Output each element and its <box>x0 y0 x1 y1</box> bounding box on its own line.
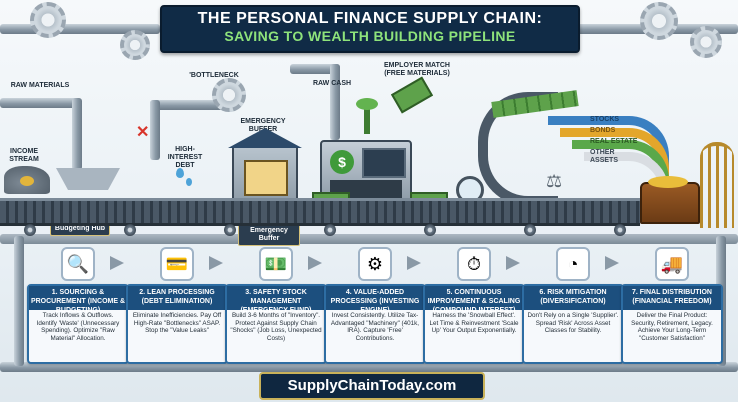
step-card-lean-processing: 2. Lean Processing (Debt Elimination) El… <box>126 284 228 364</box>
gear-icon <box>120 30 150 60</box>
pie-chart-icon: ◔ <box>556 247 590 281</box>
website-footer-link[interactable]: SupplyChainToday.com <box>259 372 485 400</box>
page-title: The Personal Finance Supply Chain: <box>197 10 543 27</box>
conveyor-roller <box>224 224 236 236</box>
water-drop-icon <box>186 178 192 186</box>
cash-shield-icon: 💵 <box>259 247 293 281</box>
treasure-chest-icon <box>640 176 700 224</box>
employer-match-label: Employer Match (Free Materials) <box>384 62 450 77</box>
flow-arrow-icon <box>506 256 520 270</box>
high-interest-debt-label: High-Interest Debt <box>167 146 203 169</box>
step-title: 6. Risk Mitigation (Diversification) <box>524 286 622 310</box>
page-subtitle: Saving to Wealth Building Pipeline <box>224 28 516 44</box>
step-card-value-added: 4. Value-Added Processing (Investing Eng… <box>324 284 426 364</box>
left-vertical-pipe <box>14 236 24 366</box>
step-body: Harness the 'Snowball Effect'. Let Time … <box>429 312 519 335</box>
step-card-continuous-improvement: 5. Continuous Improvement & Scaling (Com… <box>423 284 525 364</box>
raw-cash-label: Raw Cash <box>312 80 352 87</box>
bottleneck-label: 'Bottleneck <box>189 72 239 79</box>
title-banner: The Personal Finance Supply Chain: Savin… <box>160 5 580 53</box>
delivery-truck-icon: 🚚 <box>655 247 689 281</box>
conveyor-roller <box>124 224 136 236</box>
debt-pipe <box>150 100 160 160</box>
flow-arrow-icon <box>209 256 223 270</box>
step-card-risk-mitigation: 6. Risk Mitigation (Diversification) Don… <box>522 284 624 364</box>
gear-icon <box>30 2 66 38</box>
balance-scale-icon: ⚖ <box>546 171 563 191</box>
raw-materials-downpipe <box>72 98 82 170</box>
clock-growth-icon: ⏱ <box>457 247 491 281</box>
conveyor-roller <box>24 224 36 236</box>
conveyor-roller <box>614 224 626 236</box>
emergency-buffer-plate: Emergency Buffer <box>238 224 300 246</box>
warehouse-roof <box>228 128 302 148</box>
raw-materials-label: Raw Materials <box>10 82 70 89</box>
gold-nugget <box>20 176 34 186</box>
plant-leaves <box>356 98 378 110</box>
conveyor-roller <box>524 224 536 236</box>
raw-cash-downpipe <box>330 64 340 140</box>
water-drop-icon <box>176 168 184 178</box>
warehouse <box>228 128 302 208</box>
step-body: Build 3-6 Months of "Inventory". Protect… <box>230 312 322 342</box>
golden-gate <box>700 142 734 228</box>
cash-stack-icon <box>390 76 434 114</box>
money-gear-icon: ⚙ <box>358 247 392 281</box>
step-body: Don't Rely on a Single 'Supplier'. Sprea… <box>527 312 619 335</box>
asset-label-other-assets: Other Assets <box>590 149 619 164</box>
credit-card-icon: 💳 <box>160 247 194 281</box>
top-left-pipe <box>0 24 160 34</box>
asset-label-stocks: Stocks <box>590 116 620 123</box>
asset-label-bonds: Bonds <box>590 127 616 134</box>
bottom-pipe <box>0 362 738 372</box>
step-title: 3. Safety Stock Management (Emergency Fu… <box>227 286 325 314</box>
step-title: 5. Continuous Improvement & Scaling (Com… <box>425 286 523 314</box>
raw-cash-pipe <box>290 64 340 74</box>
gold-coins <box>648 176 688 188</box>
flow-arrow-icon <box>605 256 619 270</box>
magnifier-icon: 🔍 <box>61 247 95 281</box>
step-body: Eliminate Inefficiencies. Pay Off High-R… <box>132 312 222 335</box>
conveyor-roller <box>324 224 336 236</box>
conveyor-belt <box>0 198 640 226</box>
flow-arrow-icon <box>407 256 421 270</box>
step-title: 7. Final Distribution (Financial Freedom… <box>623 286 721 310</box>
conveyor-roller <box>424 224 436 236</box>
dollar-coin-icon: $ <box>330 150 354 174</box>
asset-label-real-estate: Real Estate <box>590 138 638 145</box>
funnel <box>56 168 120 190</box>
step-body: Track Inflows & Outflows. Identify 'Wast… <box>36 312 120 342</box>
step-title: 4. Value-Added Processing (Investing Eng… <box>326 286 424 314</box>
step-title: 2. Lean Processing (Debt Elimination) <box>128 286 226 310</box>
step-body: Invest Consistently. Utilize Tax-Advanta… <box>330 312 420 342</box>
gold-bars <box>244 160 288 196</box>
lower-pipe <box>0 234 738 244</box>
plant-stem <box>364 104 370 134</box>
bottleneck-pipe <box>150 100 230 110</box>
blocked-x-icon: ✕ <box>136 124 150 141</box>
gear-icon <box>690 26 722 58</box>
control-screen <box>362 148 406 178</box>
real-estate-flow <box>572 140 669 205</box>
gear-icon <box>212 78 246 112</box>
flow-arrow-icon <box>110 256 124 270</box>
step-title: 1. Sourcing & Procurement (Income & Budg… <box>29 286 127 314</box>
step-card-safety-stock: 3. Safety Stock Management (Emergency Fu… <box>225 284 327 364</box>
raw-materials-pipe <box>0 98 80 108</box>
income-stream-label: Income Stream <box>9 148 39 163</box>
step-card-sourcing: 1. Sourcing & Procurement (Income & Budg… <box>27 284 129 364</box>
flow-arrow-icon <box>308 256 322 270</box>
gear-icon <box>640 2 678 40</box>
step-body: Deliver the Final Product: Security, Ret… <box>631 312 713 342</box>
step-card-final-distribution: 7. Final Distribution (Financial Freedom… <box>621 284 723 364</box>
